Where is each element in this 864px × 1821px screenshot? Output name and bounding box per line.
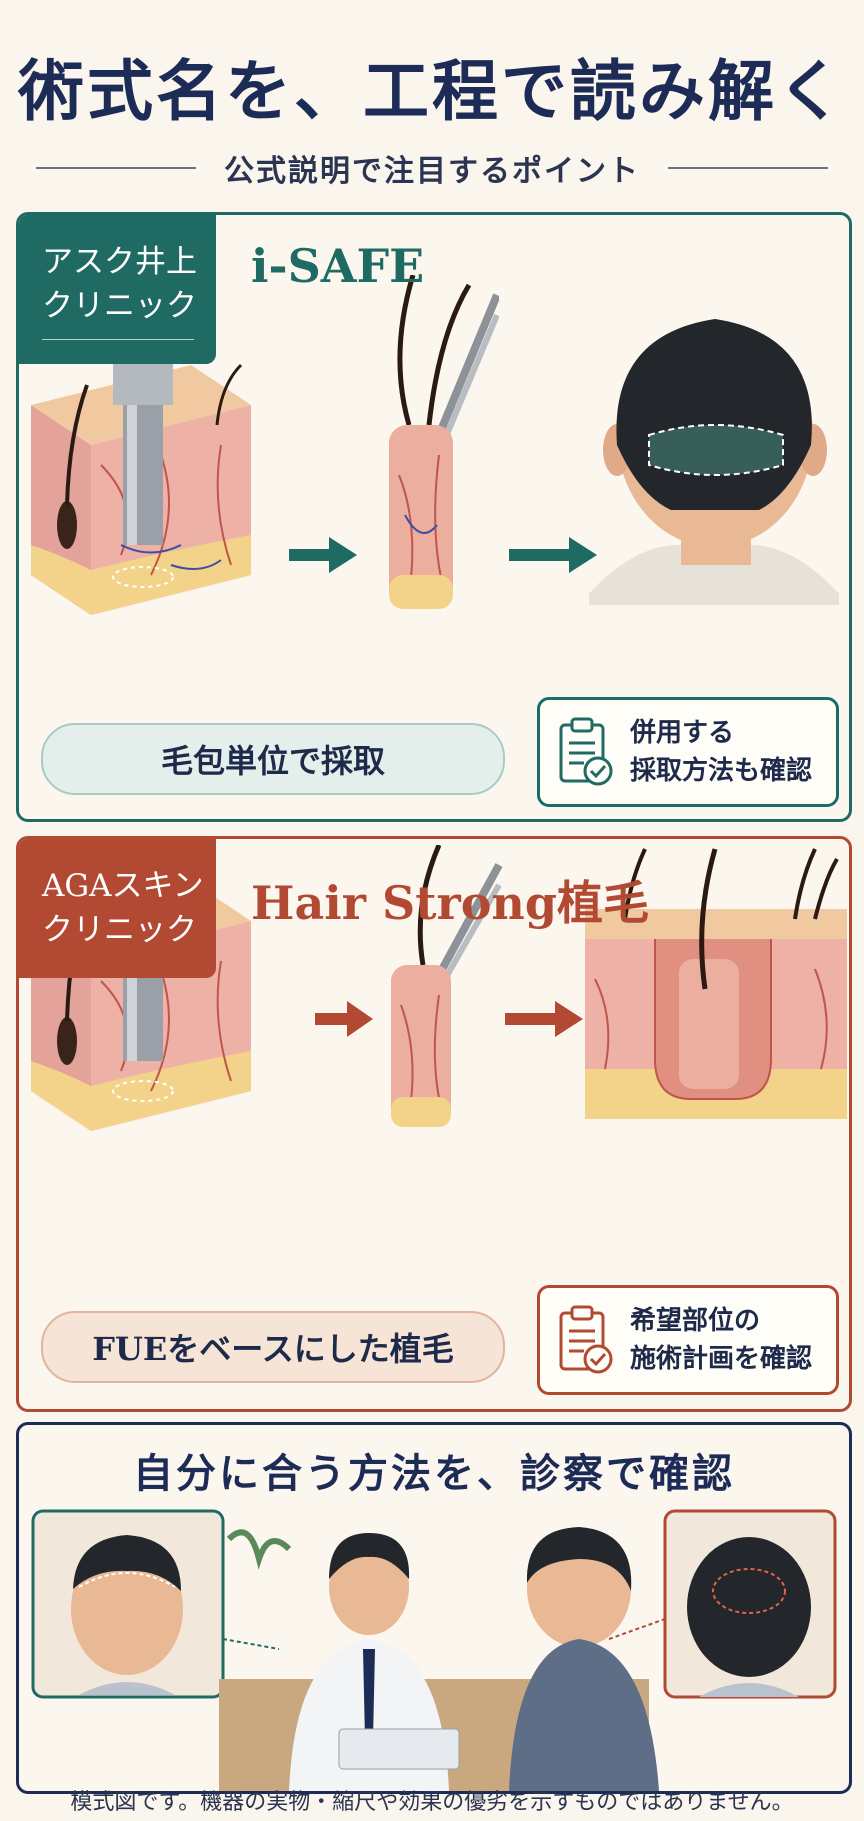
arrow-right-icon <box>289 537 357 573</box>
page-subtitle: 公式説明で注目するポイント <box>224 154 640 189</box>
subtitle-row: 公式説明で注目するポイント <box>36 148 828 189</box>
check-note: 併用する 採取方法も確認 <box>537 697 839 807</box>
card-hair-strong: AGAスキン クリニック Hair Strong植毛 FUEをベースにした植毛 … <box>16 836 852 1412</box>
consultation-card: 自分に合う方法を、診察で確認 <box>16 1422 852 1794</box>
arrow-right-icon <box>505 1001 583 1037</box>
arrow-right-icon <box>509 537 597 573</box>
divider-right <box>668 167 828 169</box>
tag-rule <box>42 339 194 340</box>
clinic-tag: AGAスキン クリニック <box>19 839 216 978</box>
divider-left <box>36 167 196 169</box>
clinic-name-line2: クリニック <box>42 288 197 324</box>
clinic-name-line1: アスク井上 <box>42 244 197 280</box>
clinic-name-line2: クリニック <box>42 912 197 948</box>
note-line1: 希望部位の <box>630 1306 761 1336</box>
head-back-donor-area-illustration <box>589 319 839 605</box>
implanted-graft-illustration <box>585 848 847 1119</box>
clipboard-check-icon <box>559 717 613 786</box>
feature-pill: FUEをベースにした植毛 <box>41 1311 505 1383</box>
note-line1: 併用する <box>630 718 735 748</box>
check-note: 希望部位の 施術計画を確認 <box>537 1285 839 1395</box>
card-i-safe: アスク井上 クリニック i-SAFE 毛包単位で採取 併用する 採取方法も確認 <box>16 212 852 822</box>
clinic-name-line1: AGAスキン <box>42 868 204 904</box>
disclaimer: 模式図です。機器の実物・縮尺や効果の優劣を示すものではありません。 <box>70 1790 794 1815</box>
procedure-name: Hair Strong植毛 <box>251 876 649 930</box>
graft-forceps-illustration <box>389 275 499 609</box>
note-line2: 採取方法も確認 <box>630 756 813 786</box>
consultation-heading: 自分に合う方法を、診察で確認 <box>133 1450 735 1497</box>
procedure-name: i-SAFE <box>251 239 425 293</box>
clinic-tag: アスク井上 クリニック <box>19 215 216 364</box>
clipboard-check-icon <box>559 1305 613 1374</box>
feature-pill: 毛包単位で採取 <box>41 723 505 795</box>
page-title: 術式名を、工程で読み解く <box>18 52 846 130</box>
graft-forceps-illustration <box>391 845 503 1127</box>
arrow-right-icon <box>315 1001 373 1037</box>
skin-punch-illustration <box>31 345 251 615</box>
consultation-illustration <box>31 1509 837 1791</box>
note-line2: 施術計画を確認 <box>630 1344 813 1374</box>
